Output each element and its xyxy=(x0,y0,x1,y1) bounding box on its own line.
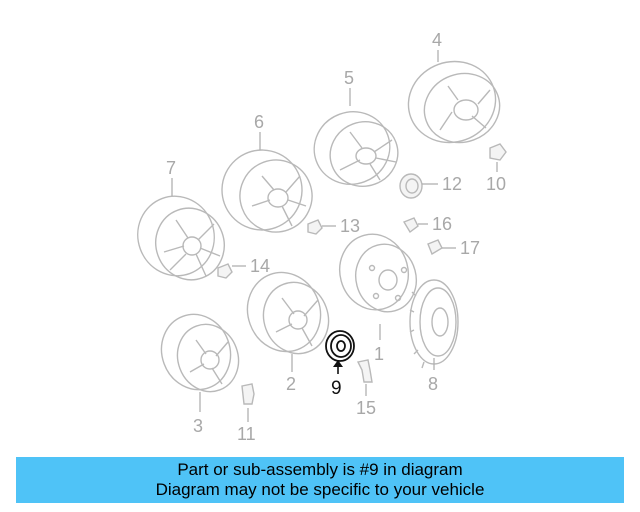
banner-line-disclaimer: Diagram may not be specific to your vehi… xyxy=(155,480,485,499)
callout-1: 1 xyxy=(374,344,384,364)
wheel-5 xyxy=(313,111,399,187)
callout-13: 13 xyxy=(340,216,360,236)
wheel-4 xyxy=(407,60,501,144)
callout-11: 11 xyxy=(237,424,256,444)
lug-nut-10 xyxy=(489,143,507,161)
banner-line-part: Part or sub-assembly is #9 in diagram xyxy=(177,460,463,479)
wheel-2 xyxy=(246,271,330,355)
parts-diagram: 4 5 6 7 1 2 3 8 9 10 11 12 13 14 15 16 1… xyxy=(137,30,507,444)
lug-nut-14 xyxy=(217,263,233,279)
callout-6: 6 xyxy=(254,112,264,132)
callout-7: 7 xyxy=(166,158,176,178)
bolt-11 xyxy=(241,383,255,405)
wheel-3 xyxy=(160,313,240,393)
wheel-6 xyxy=(221,149,313,233)
callout-3: 3 xyxy=(193,416,203,436)
center-cap-9[interactable] xyxy=(325,330,355,374)
callout-5: 5 xyxy=(344,68,354,88)
callout-17: 17 xyxy=(460,238,480,258)
wheel-7 xyxy=(137,195,225,281)
valve-17 xyxy=(427,239,443,256)
callout-12: 12 xyxy=(442,174,462,194)
callout-8: 8 xyxy=(428,374,438,394)
callout-2: 2 xyxy=(286,374,296,394)
info-banner: Part or sub-assembly is #9 in diagram Di… xyxy=(16,457,624,503)
callout-9[interactable]: 9 xyxy=(331,378,342,399)
center-cap-12 xyxy=(399,173,423,199)
callout-10: 10 xyxy=(486,174,506,194)
leader-lines xyxy=(171,50,498,422)
wheel-1 xyxy=(339,233,417,313)
callout-16: 16 xyxy=(432,214,452,234)
callout-14: 14 xyxy=(250,256,270,276)
callout-4: 4 xyxy=(432,30,442,50)
valve-16 xyxy=(402,217,419,234)
bolt-15 xyxy=(356,359,373,383)
hubcap-8 xyxy=(409,279,459,369)
callout-15: 15 xyxy=(356,398,376,418)
lug-nut-13 xyxy=(307,219,323,235)
